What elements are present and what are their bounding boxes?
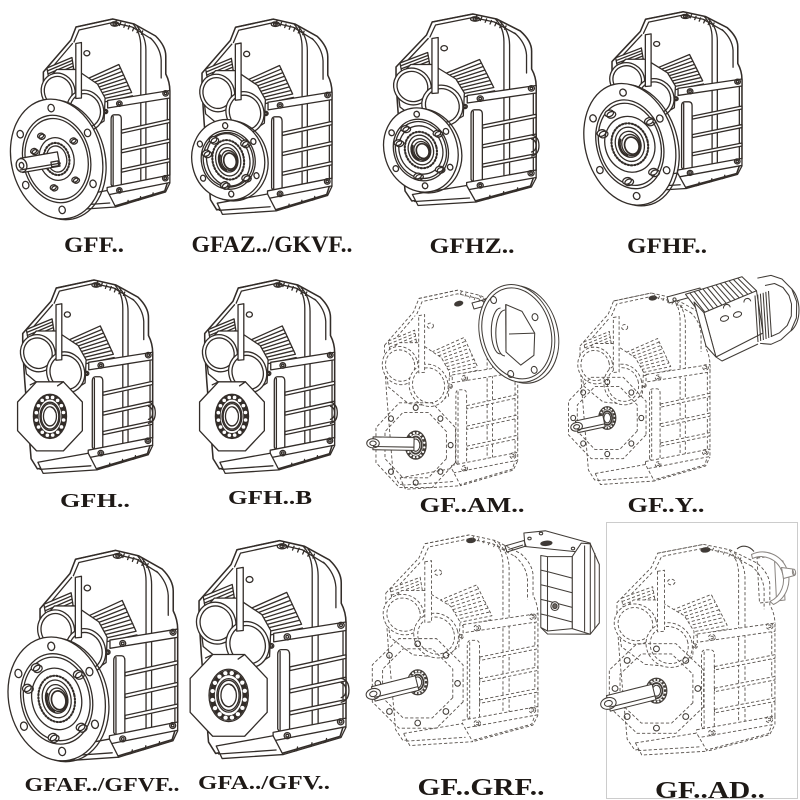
svg-text:GFF..: GFF.. [64,232,124,257]
svg-text:GF..GRF..: GF..GRF.. [418,775,545,800]
svg-text:GFA../GFV..: GFA../GFV.. [198,772,330,794]
svg-text:GFHZ..: GFHZ.. [430,233,515,258]
svg-text:GFAF../GFVF..: GFAF../GFVF.. [25,774,180,796]
svg-text:GF..AM..: GF..AM.. [420,493,525,517]
svg-text:GFH..B: GFH..B [228,487,312,509]
svg-text:GF..Y..: GF..Y.. [628,493,705,517]
svg-text:GFHF..: GFHF.. [627,233,707,258]
svg-text:GFH..: GFH.. [60,490,130,512]
svg-text:GFAZ../GKVF..: GFAZ../GKVF.. [192,232,353,257]
svg-text:GF..AD..: GF..AD.. [655,778,765,800]
